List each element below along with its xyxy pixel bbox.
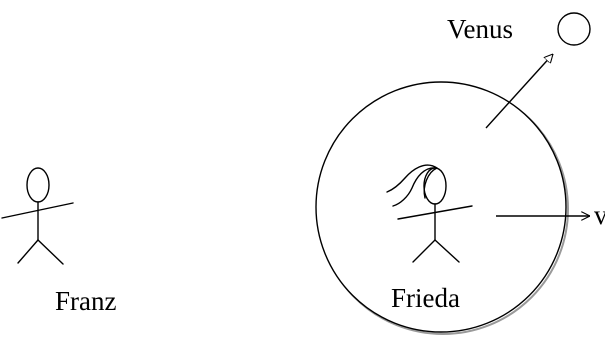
frieda-frame-circle	[315, 81, 567, 333]
frieda-label: Frieda	[391, 283, 460, 313]
franz-arms	[1, 202, 74, 219]
frieda-left-leg	[412, 239, 436, 263]
franz-figure	[1, 167, 74, 265]
franz-left-leg	[17, 239, 39, 264]
franz-right-leg	[37, 239, 64, 265]
franz-label: Franz	[55, 286, 116, 316]
venus-planet	[557, 12, 591, 46]
frieda-arms	[397, 205, 473, 220]
frieda-frame	[315, 81, 569, 335]
franz-head	[26, 167, 50, 203]
velocity-label: v	[594, 200, 605, 230]
frieda-hair	[386, 164, 438, 207]
venus-arrow	[485, 54, 553, 129]
frieda-figure	[386, 164, 473, 263]
frieda-right-leg	[434, 239, 460, 263]
venus-label: Venus	[447, 14, 513, 44]
